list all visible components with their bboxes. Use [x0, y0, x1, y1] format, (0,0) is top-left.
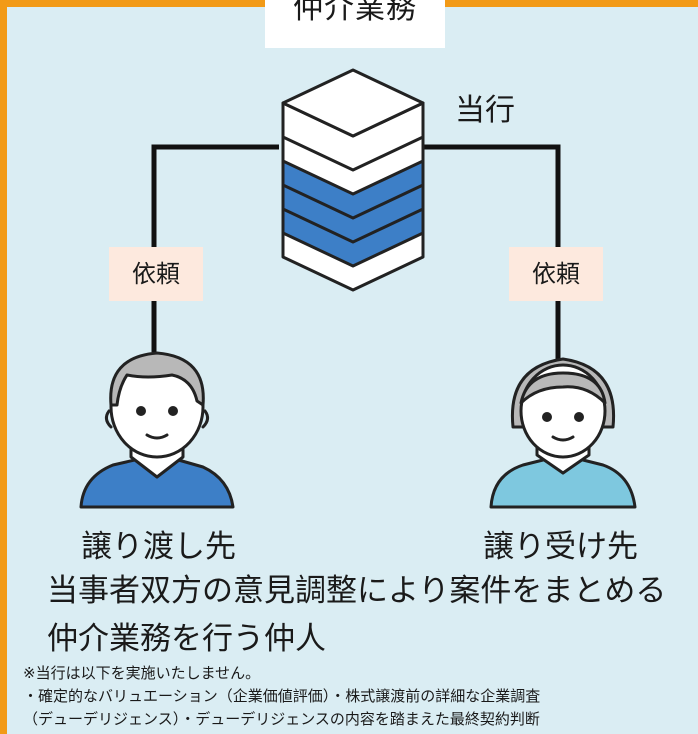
diagram-title-box: 仲介業務 [265, 0, 445, 48]
request-label-left: 依頼 [109, 247, 203, 301]
request-label-right: 依頼 [509, 247, 603, 301]
note-line-2: （デューデリジェンス）・デューデリジェンスの内容を踏まえた最終契約判断 [23, 710, 540, 728]
seller-label: 譲り渡し先 [81, 529, 236, 565]
note-line-1: ・確定的なバリュエーション（企業価値評価）・株式譲渡前の詳細な企業調査 [23, 687, 541, 705]
diagram-graphics [79, 68, 637, 509]
bank-label: 当行 [455, 93, 515, 128]
disclaimer-note: ※当行は以下を実施いたしません。 ・確定的なバリュエーション（企業価値評価）・株… [23, 662, 540, 731]
note-title: ※当行は以下を実施いたしません。 [23, 664, 261, 682]
seller-person-icon [79, 351, 235, 509]
buyer-person-icon [489, 357, 637, 509]
server-stack-icon [281, 68, 425, 292]
buyer-label: 譲り受け先 [483, 529, 638, 565]
description-text: 当事者双方の意見調整により案件をまとめる仲介業務を行う仲人 [47, 573, 667, 657]
diagram-title: 仲介業務 [293, 0, 417, 26]
